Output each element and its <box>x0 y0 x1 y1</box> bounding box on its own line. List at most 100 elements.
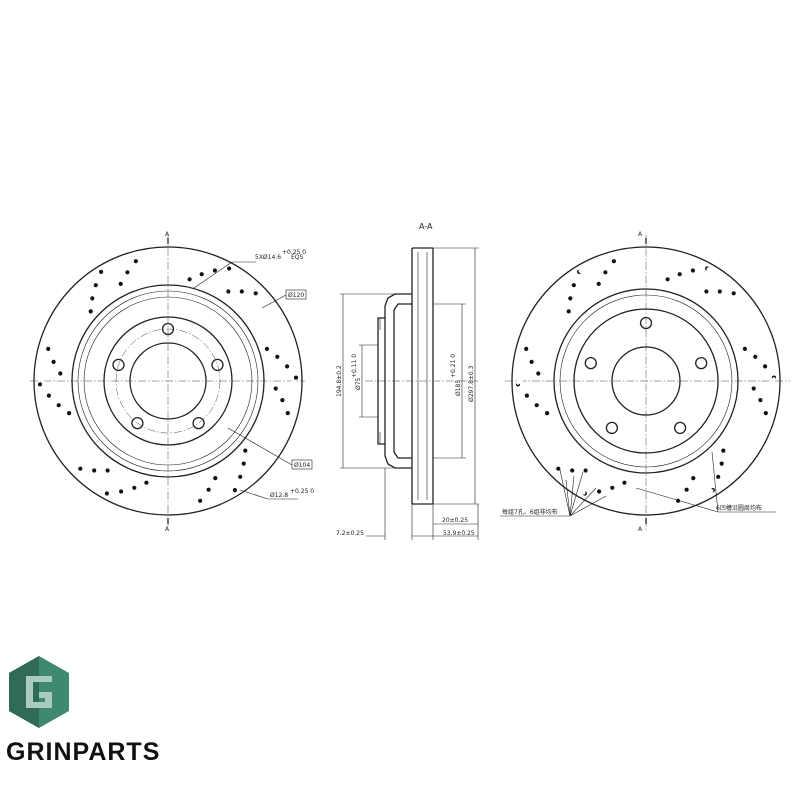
drill-hole <box>665 277 670 282</box>
drill-hole <box>212 268 217 273</box>
front-hat-inner <box>83 296 253 466</box>
groove-slot-inner <box>670 476 714 493</box>
bolt-hole <box>584 356 597 370</box>
callout-leader-bolt-diag <box>193 261 233 289</box>
drill-hole <box>534 403 539 408</box>
drill-hole <box>731 291 736 296</box>
drill-hole <box>280 398 285 403</box>
drill-hole <box>716 474 721 479</box>
drill-hole <box>721 448 726 453</box>
drill-hole <box>119 489 124 494</box>
drill-hole <box>293 375 299 380</box>
front-section-label-bottom: A <box>165 526 170 533</box>
callout-bolt-holes: 5XØ14.6 <box>255 254 281 261</box>
dim-185: Ø185 <box>455 380 462 396</box>
drill-hole <box>239 289 244 294</box>
drill-hole <box>199 272 204 277</box>
drill-hole <box>198 498 203 503</box>
bolt-hole <box>192 416 205 430</box>
rear-grooves <box>516 267 776 495</box>
drill-hole <box>118 281 123 286</box>
drill-hole <box>37 382 43 387</box>
rear-section-label-top: A <box>638 231 643 238</box>
drill-hole <box>717 289 722 294</box>
drill-hole <box>742 346 748 351</box>
bolt-hole <box>639 316 653 330</box>
drill-hole <box>275 354 280 359</box>
note-grooves: 6凹槽沿圆周均布 <box>716 504 762 512</box>
front-drill-holes <box>37 259 299 503</box>
section-hub-flange <box>377 317 385 445</box>
front-view: A A 5XØ14.6 +0.25 0 EQS Ø120 Ø104 Ø12.8 … <box>30 231 314 533</box>
dim-75: Ø75 <box>355 377 362 390</box>
drill-hole <box>691 476 696 481</box>
drill-hole <box>88 309 93 314</box>
dim-194: 194.8±0.2 <box>336 365 343 397</box>
note-leaders-holes <box>559 469 607 517</box>
callout-box-120 <box>285 289 307 300</box>
drill-hole <box>133 259 138 264</box>
drill-hole <box>622 480 627 485</box>
drill-hole <box>536 371 541 376</box>
bolt-hole <box>695 356 708 370</box>
drill-hole <box>763 411 768 416</box>
drill-hole <box>545 411 550 416</box>
drill-hole <box>583 468 588 473</box>
drill-hole <box>46 393 52 398</box>
drill-hole <box>596 281 601 286</box>
front-center-bore <box>129 342 207 420</box>
drill-hole <box>144 480 149 485</box>
drill-hole <box>751 386 756 391</box>
section-title: A-A <box>419 222 433 231</box>
drill-hole <box>232 488 237 493</box>
drill-hole <box>46 346 51 351</box>
drill-hole <box>226 289 231 294</box>
note-leaders-grooves <box>635 451 719 513</box>
drill-hole <box>690 268 696 273</box>
groove-slot-inner <box>38 377 73 409</box>
drill-hole <box>611 259 617 264</box>
front-friction-inner-edge <box>71 284 265 478</box>
drill-hole <box>603 270 608 275</box>
bolt-hole <box>605 421 619 435</box>
bolt-hole <box>112 358 125 372</box>
logo-g-letter <box>26 676 52 708</box>
drill-hole <box>238 474 243 479</box>
bolt-hole <box>673 421 687 435</box>
groove-slot-inner <box>573 450 586 495</box>
groove-slot-inner <box>516 353 551 385</box>
grinparts-logo <box>9 656 69 728</box>
drill-hole <box>566 309 571 314</box>
bolt-hole <box>211 358 224 372</box>
drill-hole <box>763 364 768 369</box>
dim-297: Ø297.8±0.3 <box>468 365 475 402</box>
drill-hole <box>704 289 709 294</box>
groove-slot-inner <box>263 353 298 385</box>
bolt-hole <box>161 322 175 336</box>
callout-dia-12-8-tol: +0.25 0 <box>290 488 314 495</box>
front-grooves <box>38 267 298 495</box>
groove-slot-inner <box>192 269 236 286</box>
drill-hole <box>753 354 758 359</box>
drill-hole <box>56 403 61 408</box>
drill-hole <box>243 448 248 453</box>
drill-hole <box>597 489 602 494</box>
drill-hole <box>264 346 269 351</box>
drill-hole <box>570 468 575 473</box>
callout-bolt-holes-eqs: EQS <box>291 254 304 261</box>
rear-friction-inner-edge <box>553 288 739 474</box>
callout-dia-104: Ø104 <box>294 462 310 469</box>
drill-hole <box>610 485 615 490</box>
front-hat-edge <box>77 290 259 472</box>
logo-hexagon-left-facet <box>9 656 39 728</box>
drill-hole <box>105 468 110 473</box>
drill-hole <box>524 393 530 398</box>
drill-hole <box>529 359 534 364</box>
section-friction-ring <box>411 247 434 505</box>
groove-slot-inner <box>100 476 144 493</box>
bolt-hole <box>131 416 144 430</box>
drill-hole <box>758 398 763 403</box>
groove-slot-inner <box>95 267 108 312</box>
section-vent-lines <box>417 252 428 500</box>
rear-hat-edge <box>559 294 733 468</box>
